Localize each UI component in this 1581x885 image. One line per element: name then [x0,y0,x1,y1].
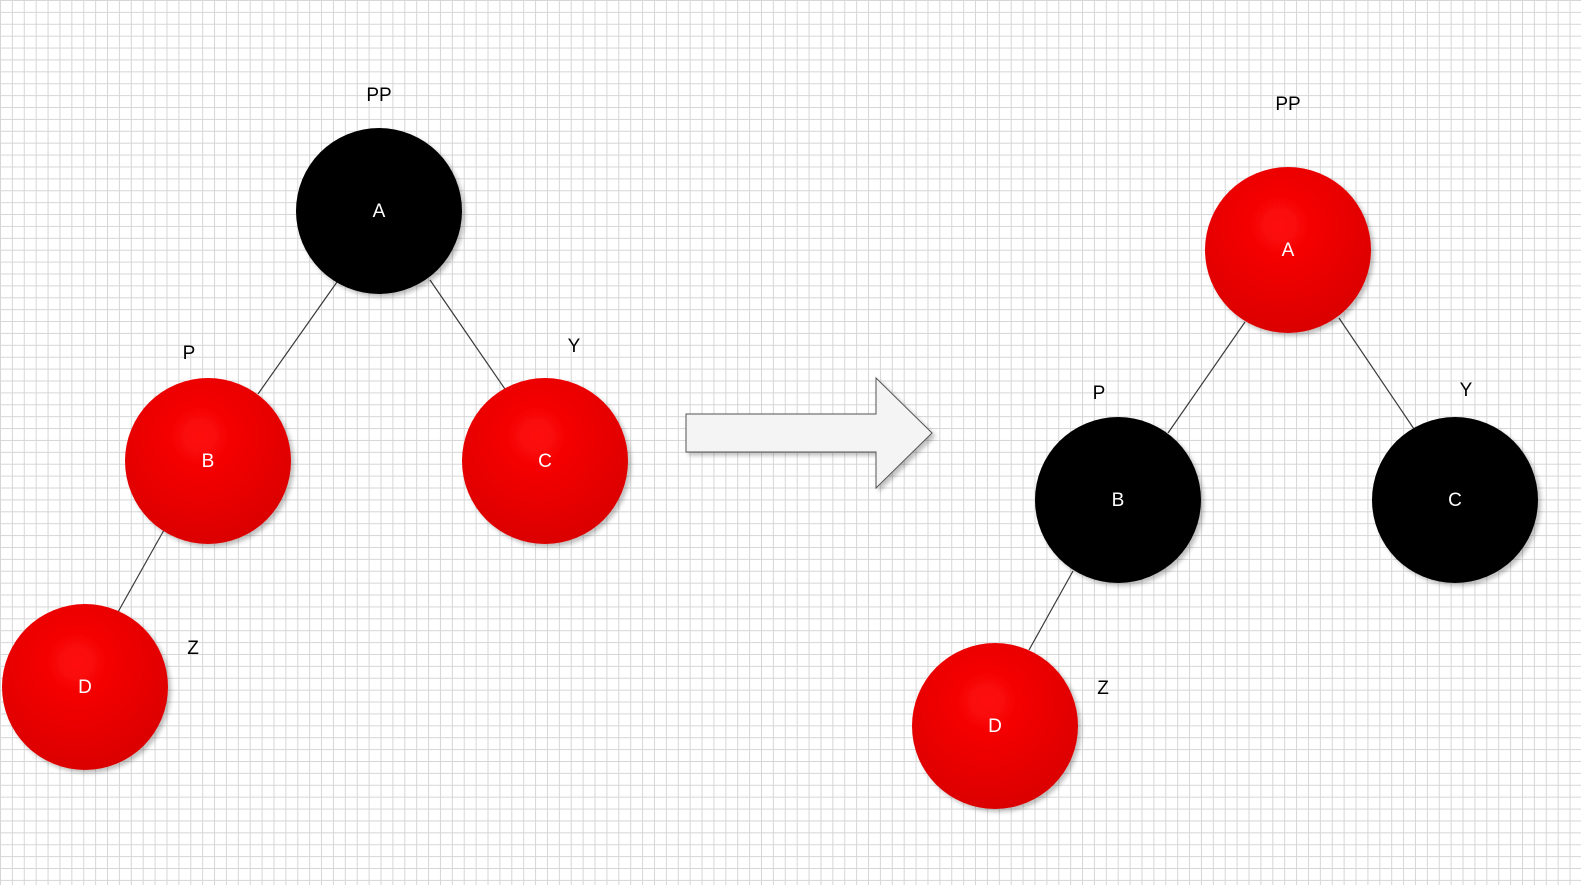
node-circle [2,604,168,770]
node-circle [1372,417,1538,583]
node-label: C [538,451,552,472]
tree-node-d: D [2,604,168,770]
tree-node-a: A [1205,167,1371,333]
node-circle [125,378,291,544]
edge-a-b [257,281,338,395]
edge-a-c [429,279,508,393]
transform-arrow-icon [685,376,933,490]
tree-node-a: A [296,128,462,294]
node-label: B [202,451,215,472]
role-label-pp: PP [1275,94,1300,115]
node-label: A [1282,240,1295,261]
tree-node-b: B [125,378,291,544]
node-label: D [78,677,92,698]
edge-b-d [1028,570,1074,651]
node-label: B [1112,490,1125,511]
node-circle [462,378,628,544]
before-tree: A B C D PP P Y Z [2,85,628,770]
edge-b-d [117,529,165,613]
tree-node-d: D [912,643,1078,809]
node-circle [1035,417,1201,583]
role-label-y: Y [568,336,581,357]
role-label-p: P [1093,383,1106,404]
node-label: D [988,716,1002,737]
tree-node-c: C [1372,417,1538,583]
node-label: C [1448,490,1462,511]
role-label-p: P [183,343,196,364]
edge-a-c [1338,317,1415,430]
edge-a-b [1167,321,1246,434]
node-circle [912,643,1078,809]
node-circle [1205,167,1371,333]
tree-node-c: C [462,378,628,544]
tree-node-b: B [1035,417,1201,583]
node-circle [296,128,462,294]
role-label-z: Z [1097,678,1109,699]
after-tree: A B C D PP P Y Z [912,94,1538,809]
role-label-y: Y [1460,380,1473,401]
node-label: A [373,201,386,222]
role-label-pp: PP [366,85,391,106]
role-label-z: Z [187,638,199,659]
